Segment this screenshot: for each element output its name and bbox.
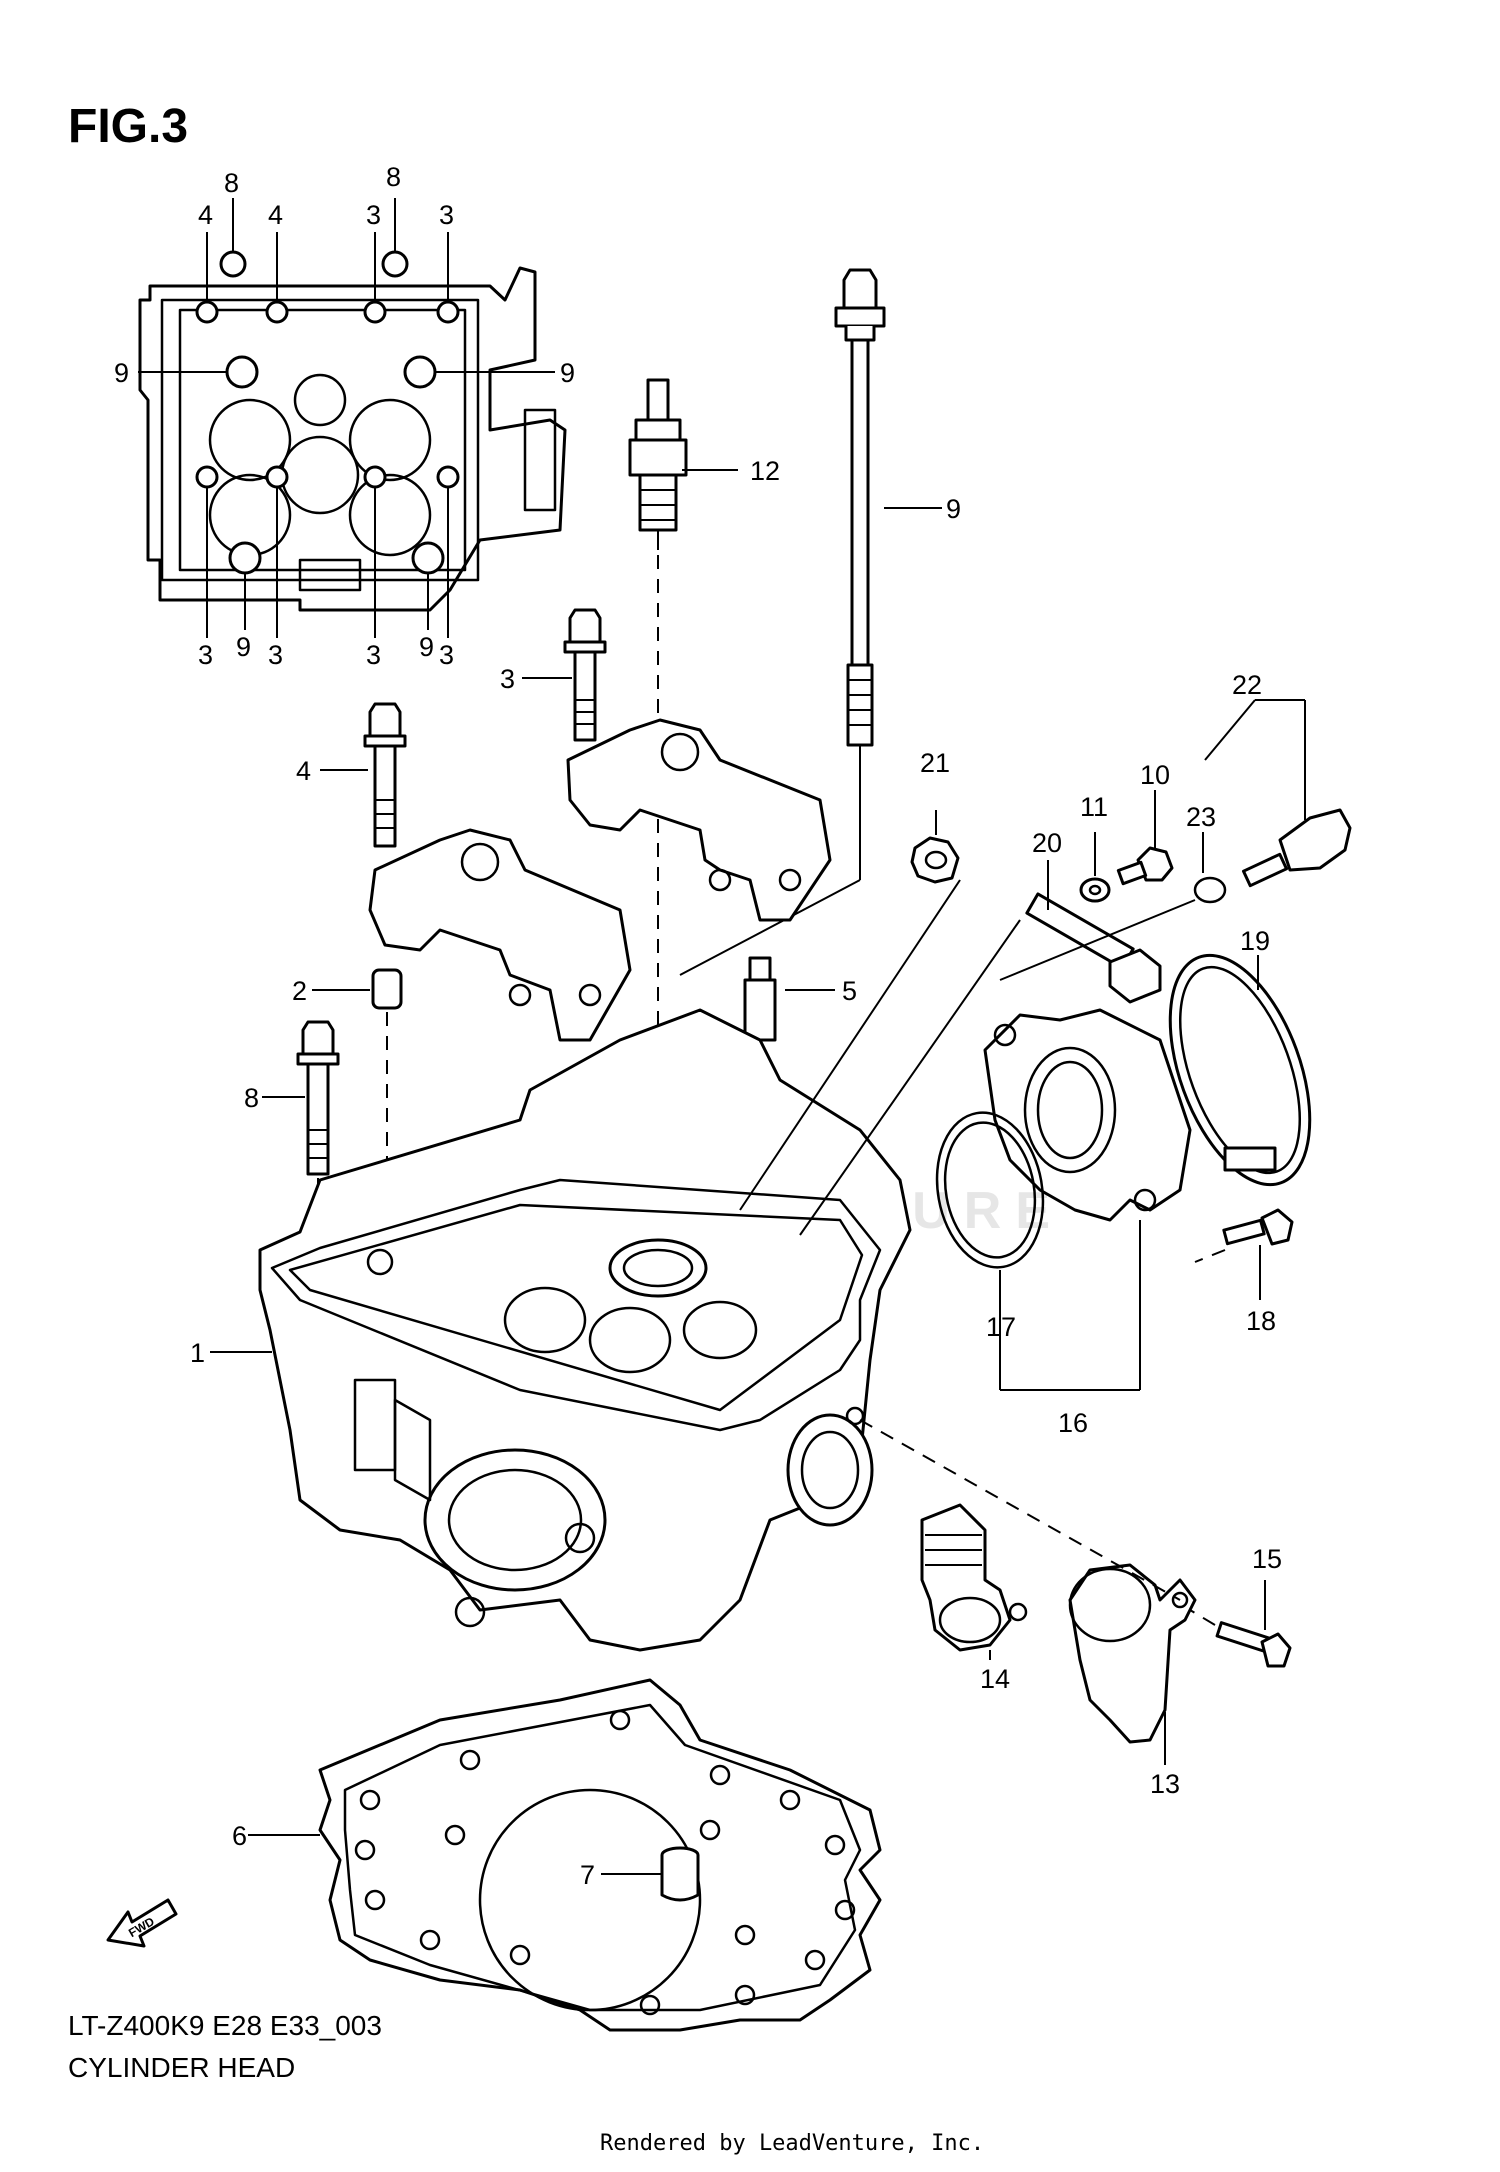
- cylinder-head-top-view: [138, 250, 567, 612]
- inset-label-3-c: 3: [198, 640, 213, 670]
- callout-12: 12: [750, 456, 780, 486]
- callout-8: 8: [244, 1083, 259, 1113]
- callout-13: 13: [1150, 1769, 1180, 1799]
- callout-23: 23: [1186, 802, 1216, 832]
- part-11-washer: [1079, 832, 1111, 903]
- part-15-bolt: [859, 1419, 1292, 1668]
- callout-15: 15: [1252, 1544, 1282, 1574]
- callout-22: 22: [1232, 670, 1262, 700]
- part-7-dowel: [660, 1846, 700, 1902]
- callout-leaders: [210, 469, 942, 1875]
- callout-14: 14: [980, 1664, 1010, 1694]
- inset-label-3-e: 3: [366, 640, 381, 670]
- callout-11: 11: [1080, 792, 1108, 822]
- callout-2: 2: [292, 976, 307, 1006]
- part-16-bracket: [999, 1220, 1141, 1391]
- callout-18: 18: [1246, 1306, 1276, 1336]
- part-14-thermostat: [920, 1503, 1028, 1660]
- part-8-bolt: [296, 1020, 340, 1240]
- callout-20: 20: [1032, 828, 1062, 858]
- part-23-o-ring: [999, 832, 1227, 981]
- part-16-intake-pipe: [983, 1008, 1192, 1222]
- callout-1: 1: [190, 1338, 205, 1368]
- callout-16: 16: [1058, 1408, 1088, 1438]
- callout-19: 19: [1240, 926, 1270, 956]
- callout-4: 4: [296, 756, 311, 786]
- part-10-screw: [1116, 790, 1174, 886]
- callout-7: 7: [580, 1860, 595, 1890]
- callout-9: 9: [946, 494, 961, 524]
- part-6-head-gasket: [318, 1678, 882, 2032]
- inset-label-3-a: 3: [366, 200, 381, 230]
- camshaft-holder-upper: [566, 718, 832, 922]
- inset-label-9-c: 9: [236, 632, 251, 662]
- inset-label-3-b: 3: [439, 200, 454, 230]
- part-17-gasket-ring: [935, 1111, 1045, 1269]
- part-5-plug: [729, 956, 777, 1101]
- part-22-bracket: [1204, 699, 1305, 761]
- callout-21: 21: [920, 748, 950, 778]
- inset-label-9-d: 9: [419, 632, 434, 662]
- callout-10: 10: [1140, 760, 1170, 790]
- callout-17: 17: [986, 1312, 1016, 1342]
- part-4-bolt: [363, 702, 407, 848]
- inset-label-9-left: 9: [114, 358, 129, 388]
- model-code: LT-Z400K9 E28 E33_003: [68, 2010, 382, 2041]
- part-22-sensor: [1241, 700, 1352, 888]
- part-13-thermostat-cap: [1068, 1563, 1197, 1765]
- inset-label-9-right: 9: [560, 358, 575, 388]
- part-19-clamp: [1168, 953, 1312, 1187]
- figure-title: FIG.3: [68, 100, 188, 153]
- callout-5: 5: [842, 976, 857, 1006]
- figure-caption: CYLINDER HEAD: [68, 2052, 295, 2083]
- part-18-screw: [1194, 1208, 1294, 1300]
- inset-label-8-right: 8: [386, 162, 401, 192]
- fwd-arrow-icon: FWD: [106, 1898, 178, 1948]
- inset-label-3-f: 3: [439, 640, 454, 670]
- part-20-bolt: [799, 860, 1162, 1236]
- inset-label-4-b: 4: [268, 200, 283, 230]
- inset-label-4-a: 4: [198, 200, 213, 230]
- footer-credit: Rendered by LeadVenture, Inc.: [600, 2131, 984, 2156]
- callout-3: 3: [500, 664, 515, 694]
- inset-label-8-left: 8: [224, 168, 239, 198]
- inset-labels: 8 8 4 4 3 3 9 9 3 9 3 3 9 3: [114, 162, 575, 670]
- inset-leaders: [138, 198, 555, 638]
- inset-label-3-d: 3: [268, 640, 283, 670]
- callout-numbers: 1 2 3 4 5 6 7 8 9 10 11 12 13 14 15 16 1…: [190, 456, 1282, 1890]
- callout-6: 6: [232, 1821, 247, 1851]
- part-3-bolt: [563, 608, 607, 742]
- part-9-stud-bolt: [679, 268, 886, 976]
- part-1-cylinder-head: [258, 1008, 912, 1652]
- camshaft-holder-lower: [368, 828, 632, 1042]
- part-21-nut: [739, 810, 961, 1211]
